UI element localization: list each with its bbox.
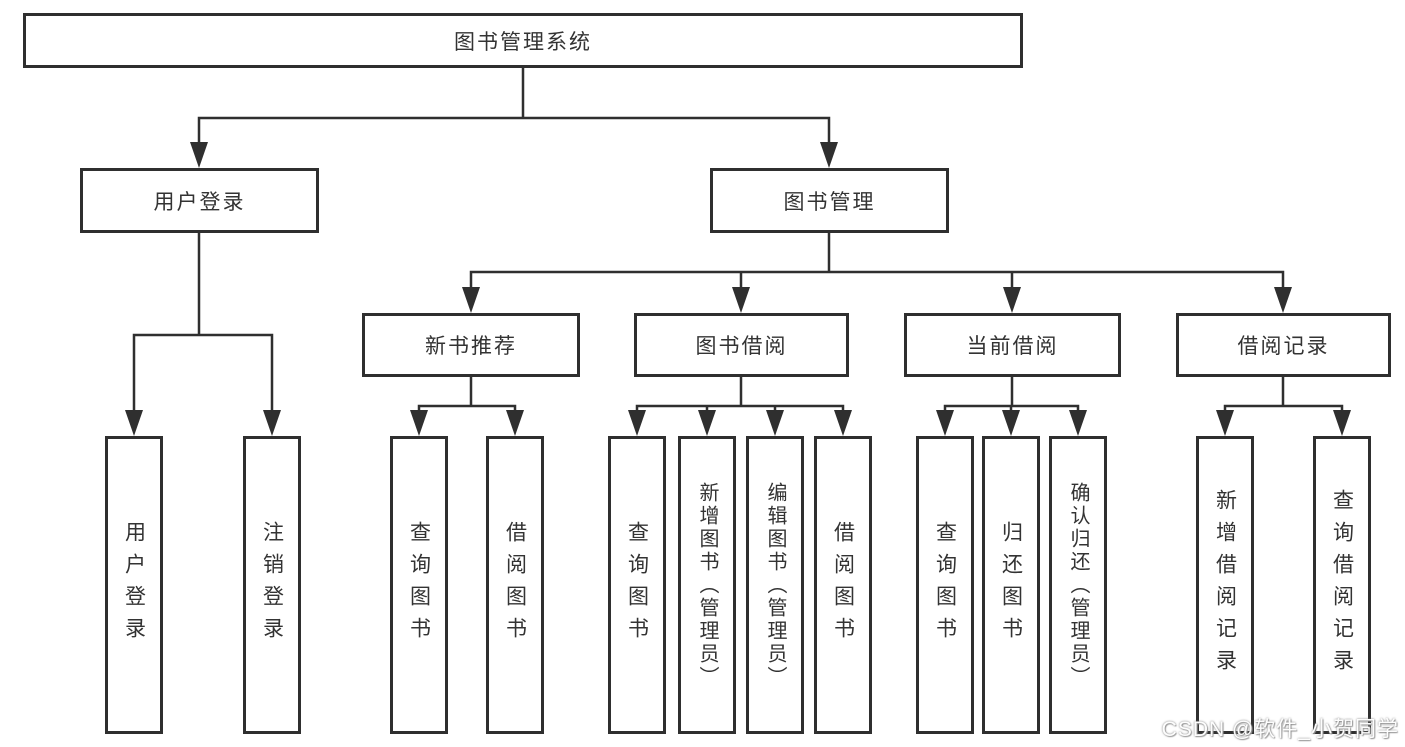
connector-current-borrow [943,377,1080,412]
arrow-down-icon [766,410,784,436]
arrow-down-icon [263,410,281,436]
leaf-label: 注销登录 [260,521,284,649]
leaf-label: 借阅图书 [503,521,527,649]
leaf-borrow-book-recommend: 借阅图书 [486,436,544,734]
arrow-down-icon [1216,410,1234,436]
arrow-down-icon [628,410,646,436]
node-library-system: 图书管理系统 [23,13,1023,68]
arrow-down-icon [820,142,838,168]
node-current-borrowing: 当前借阅 [904,313,1121,377]
node-new-book-recommend: 新书推荐 [362,313,580,377]
leaf-edit-book-admin: 编辑图书（管理员） [746,436,804,734]
arrow-down-icon [698,410,716,436]
leaf-label: 用户登录 [122,521,146,649]
leaf-query-book-borrow: 查询图书 [608,436,666,734]
arrow-down-icon [834,410,852,436]
arrow-down-icon [1333,410,1351,436]
node-user-login: 用户登录 [80,168,319,233]
connector-book-management [469,233,1285,289]
arrow-down-icon [1274,287,1292,313]
leaf-confirm-return-admin: 确认归还（管理员） [1049,436,1107,734]
leaf-user-login: 用户登录 [105,436,163,734]
node-book-borrowing: 图书借阅 [634,313,849,377]
leaf-label: 查询图书 [933,521,957,649]
leaf-query-borrow-record: 查询借阅记录 [1313,436,1371,734]
leaf-label: 查询图书 [407,521,431,649]
connector-root [197,68,831,146]
arrow-down-icon [732,287,750,313]
arrow-down-icon [462,287,480,313]
leaf-label: 确认归还（管理员） [1067,481,1089,689]
watermark: CSDN @软件_小贺同学 [1161,718,1399,741]
connector-user-login [132,233,274,412]
node-book-management: 图书管理 [710,168,949,233]
connector-borrow-record [1223,377,1344,412]
arrow-down-icon [506,410,524,436]
arrow-down-icon [190,142,208,168]
leaf-logout: 注销登录 [243,436,301,734]
leaf-label: 新增借阅记录 [1213,489,1237,681]
arrow-down-icon [1003,287,1021,313]
leaf-add-book-admin: 新增图书（管理员） [678,436,736,734]
leaf-label: 编辑图书（管理员） [764,481,786,689]
leaf-query-book-recommend: 查询图书 [390,436,448,734]
leaf-borrow-book: 借阅图书 [814,436,872,734]
arrow-down-icon [936,410,954,436]
arrow-down-icon [125,410,143,436]
leaf-add-borrow-record: 新增借阅记录 [1196,436,1254,734]
leaf-label: 查询图书 [625,521,649,649]
leaf-label: 查询借阅记录 [1330,489,1354,681]
connector-new-book [417,377,517,412]
leaf-return-book: 归还图书 [982,436,1040,734]
leaf-label: 借阅图书 [831,521,855,649]
node-borrowing-records: 借阅记录 [1176,313,1391,377]
leaf-query-book-current: 查询图书 [916,436,974,734]
leaf-label: 归还图书 [999,521,1023,649]
arrow-down-icon [410,410,428,436]
arrow-down-icon [1002,410,1020,436]
arrow-down-icon [1069,410,1087,436]
connector-book-borrow [635,377,845,412]
leaf-label: 新增图书（管理员） [696,481,718,689]
